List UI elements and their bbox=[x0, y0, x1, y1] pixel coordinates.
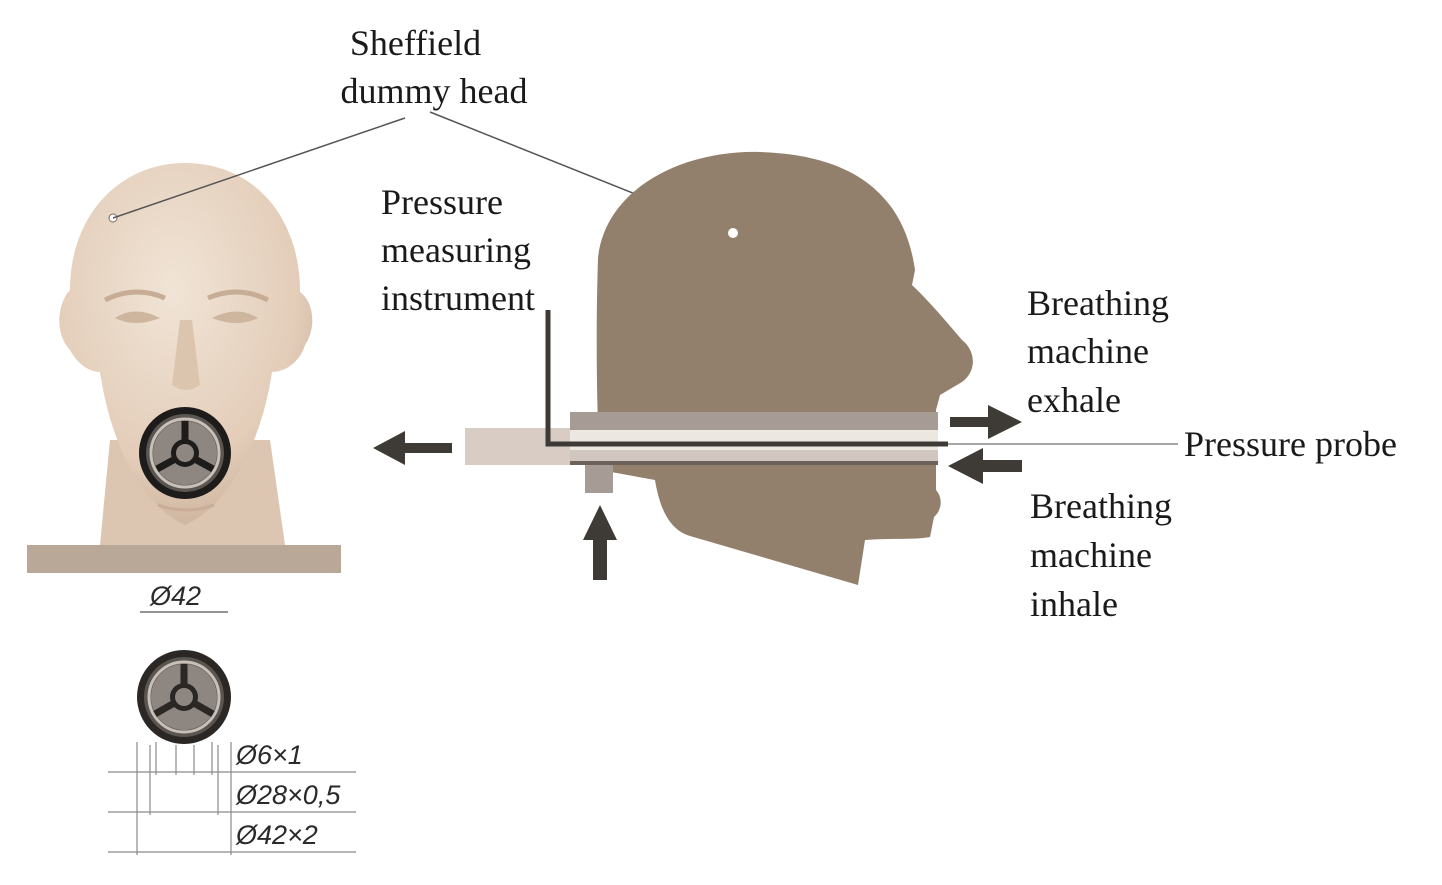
mouth-adapter-icon bbox=[139, 407, 231, 499]
adapter-detail-icon bbox=[137, 650, 231, 744]
head-profile-silhouette bbox=[596, 151, 973, 585]
breathing-tube-assembly bbox=[465, 310, 948, 493]
pressure-line bbox=[545, 310, 948, 447]
dummy-head-pointer-dot-profile bbox=[728, 228, 738, 238]
adapter-dimension-drawing: Ø42 Ø6×1 Ø28×0,5 bbox=[108, 581, 356, 855]
chin-mouth bbox=[157, 503, 215, 512]
dim-middle: Ø28×0,5 bbox=[235, 780, 341, 810]
right-brow bbox=[207, 289, 270, 303]
dim-outer-diameter: Ø42 bbox=[149, 581, 201, 611]
front-dummy-head bbox=[27, 163, 341, 573]
label-pressure-instrument: Pressure measuring instrument bbox=[381, 182, 540, 318]
middle-tube bbox=[570, 430, 938, 450]
dim-hole: Ø6×1 bbox=[235, 740, 303, 770]
profile-dummy-head bbox=[596, 151, 973, 585]
inhale-arrow-icon bbox=[948, 448, 1022, 484]
dim-extension-lines bbox=[108, 742, 356, 855]
dim-outer: Ø42×2 bbox=[235, 820, 318, 850]
left-eye bbox=[115, 311, 160, 323]
lower-tube-edge bbox=[570, 461, 938, 465]
inlet-port bbox=[585, 465, 613, 493]
label-pressure-probe: Pressure probe bbox=[1184, 424, 1397, 464]
upper-tube bbox=[570, 412, 938, 430]
head-base-plinth bbox=[27, 545, 341, 573]
right-eye bbox=[212, 311, 258, 323]
leader-line-front-head bbox=[112, 117, 406, 219]
exhaust-arrow-icon bbox=[373, 431, 452, 465]
label-exhale: Breathing machine exhale bbox=[1027, 283, 1178, 420]
label-inhale: Breathing machine inhale bbox=[1030, 486, 1181, 624]
inlet-arrow-icon bbox=[583, 505, 617, 580]
left-brow bbox=[103, 289, 166, 303]
label-dummy-head: Sheffield dummy head bbox=[341, 23, 528, 111]
exhale-arrow-icon bbox=[950, 405, 1022, 439]
nose bbox=[172, 320, 200, 390]
